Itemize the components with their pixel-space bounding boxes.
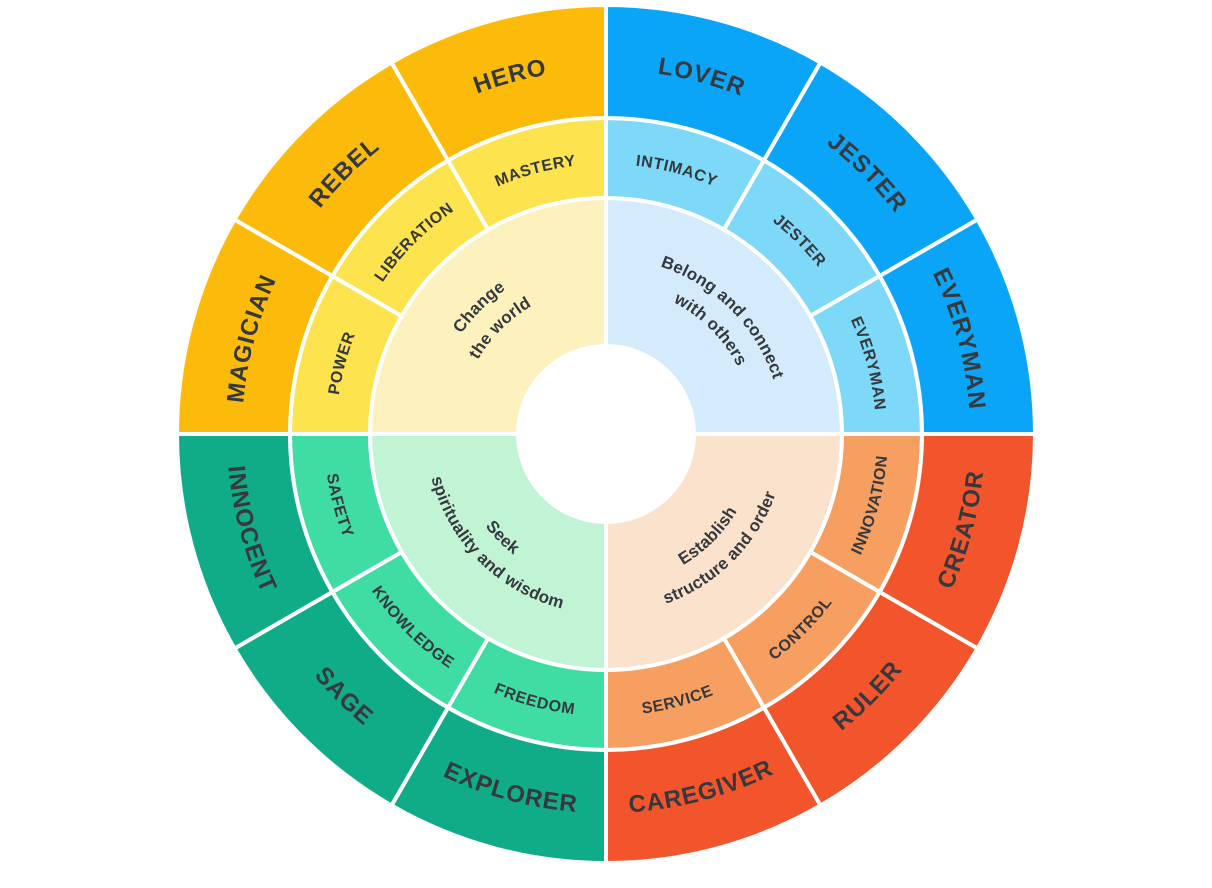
wheel-sectors [175, 3, 1037, 865]
center-circle [520, 348, 692, 520]
sector-archetype-innocent [175, 432, 335, 651]
